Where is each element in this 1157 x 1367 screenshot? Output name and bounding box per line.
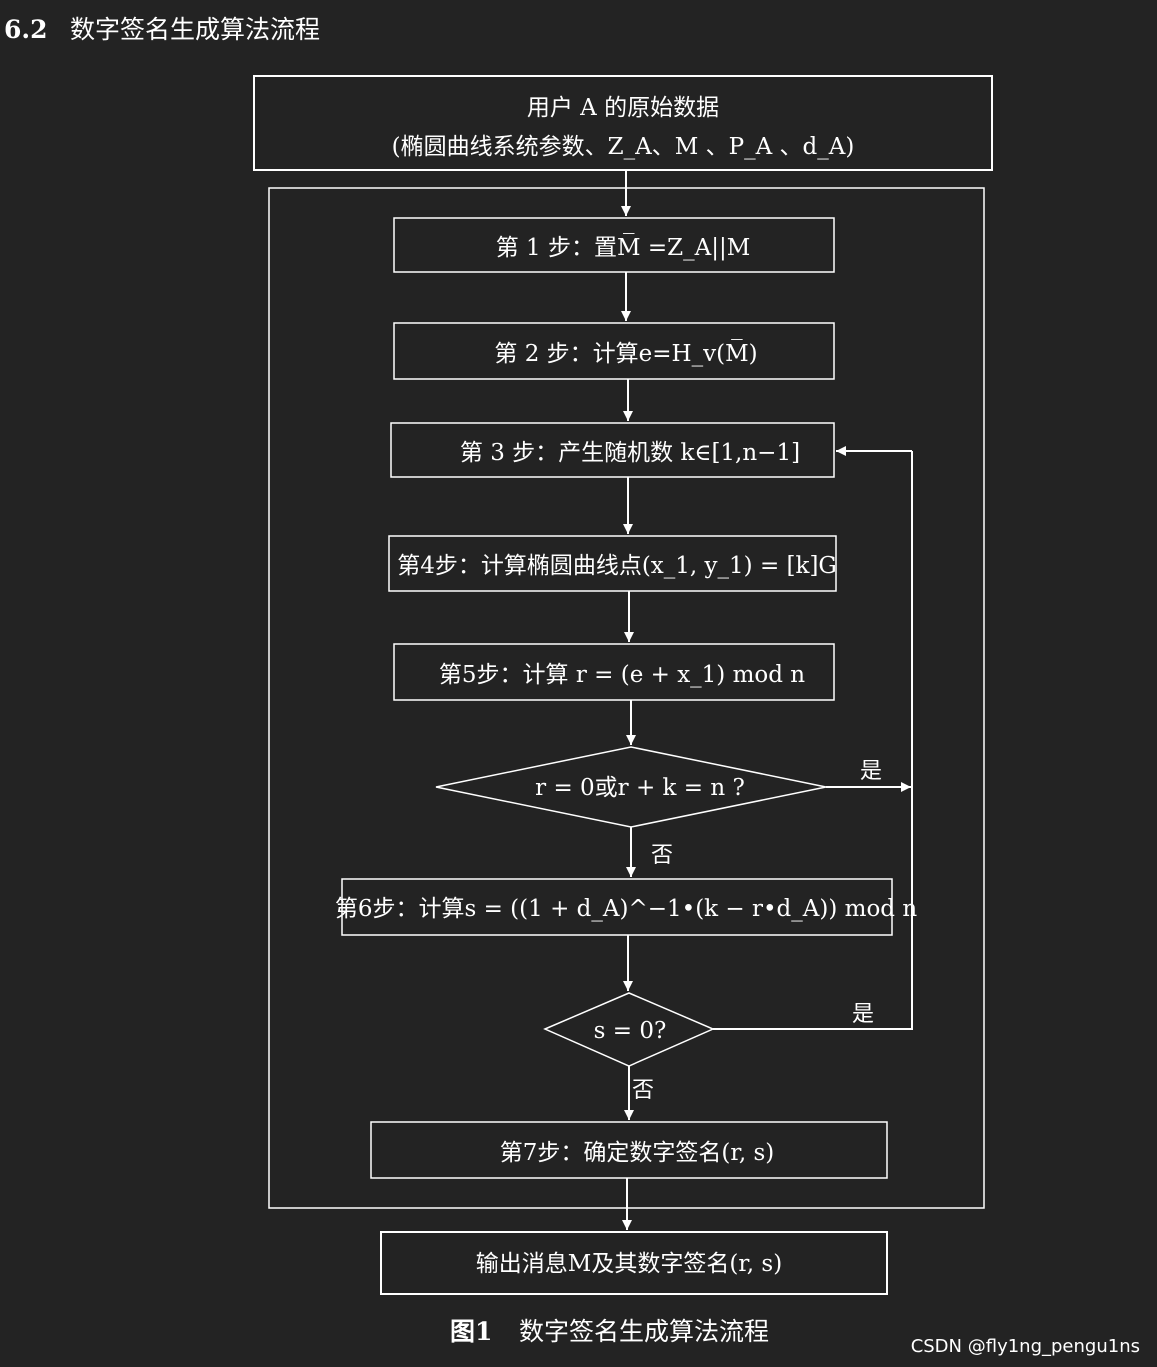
step1-box: 第 1 步：置M̅ =Z_A||M	[393, 217, 835, 273]
label-no-2: 否	[632, 1078, 654, 1103]
section-number: 6.2	[4, 15, 48, 44]
step2-box: 第 2 步：计算e=H_v(M̅)	[393, 322, 835, 380]
decision1-text: r = 0或r + k = n ?	[535, 775, 745, 801]
decision2-text: s = 0?	[594, 1018, 667, 1044]
step6-box: 第6步：计算s = ((1 + d_A)^−1•(k − r•d_A)) mod…	[335, 878, 917, 936]
step4-box: 第4步：计算椭圆曲线点(x_1, y_1) = [k]G	[388, 535, 837, 592]
step7-box: 第7步：确定数字签名(r, s)	[370, 1121, 888, 1179]
label-yes-1: 是	[860, 759, 882, 784]
section-title: 数字签名生成算法流程	[70, 15, 320, 44]
step2-text: 第 2 步：计算e=H_v(M̅)	[494, 340, 757, 367]
step3-box: 第 3 步：产生随机数 k∈[1,n−1]	[390, 422, 835, 478]
step5-text: 第5步：计算 r = (e + x_1) mod n	[439, 662, 805, 688]
decision1-diamond: r = 0或r + k = n ?	[435, 746, 827, 828]
input-line2: (椭圆曲线系统参数、Z_A、M 、P_A 、d_A)	[392, 134, 855, 160]
step4-text: 第4步：计算椭圆曲线点(x_1, y_1) = [k]G	[397, 553, 837, 579]
input-line1: 用户 A 的原始数据	[527, 95, 719, 121]
label-no-1: 否	[651, 843, 673, 868]
loop-line-decision2-yes	[713, 451, 913, 1030]
step1-text: 第 1 步：置M̅ =Z_A||M	[496, 234, 751, 261]
step3-text: 第 3 步：产生随机数 k∈[1,n−1]	[460, 440, 800, 466]
step6-text: 第6步：计算s = ((1 + d_A)^−1•(k − r•d_A)) mod…	[335, 896, 917, 922]
input-box: 用户 A 的原始数据 (椭圆曲线系统参数、Z_A、M 、P_A 、d_A)	[253, 75, 993, 171]
output-text: 输出消息M及其数字签名(r, s)	[476, 1251, 782, 1277]
flow-arrows	[621, 170, 913, 1230]
label-yes-2: 是	[852, 1002, 874, 1027]
watermark-text: CSDN @fly1ng_pengu1ns	[911, 1336, 1140, 1357]
step5-box: 第5步：计算 r = (e + x_1) mod n	[393, 643, 835, 701]
caption-text: 数字签名生成算法流程	[519, 1317, 769, 1346]
step7-text: 第7步：确定数字签名(r, s)	[500, 1140, 774, 1166]
caption-number: 图1	[450, 1317, 492, 1346]
output-box: 输出消息M及其数字签名(r, s)	[380, 1231, 888, 1295]
decision2-diamond: s = 0?	[543, 992, 715, 1067]
